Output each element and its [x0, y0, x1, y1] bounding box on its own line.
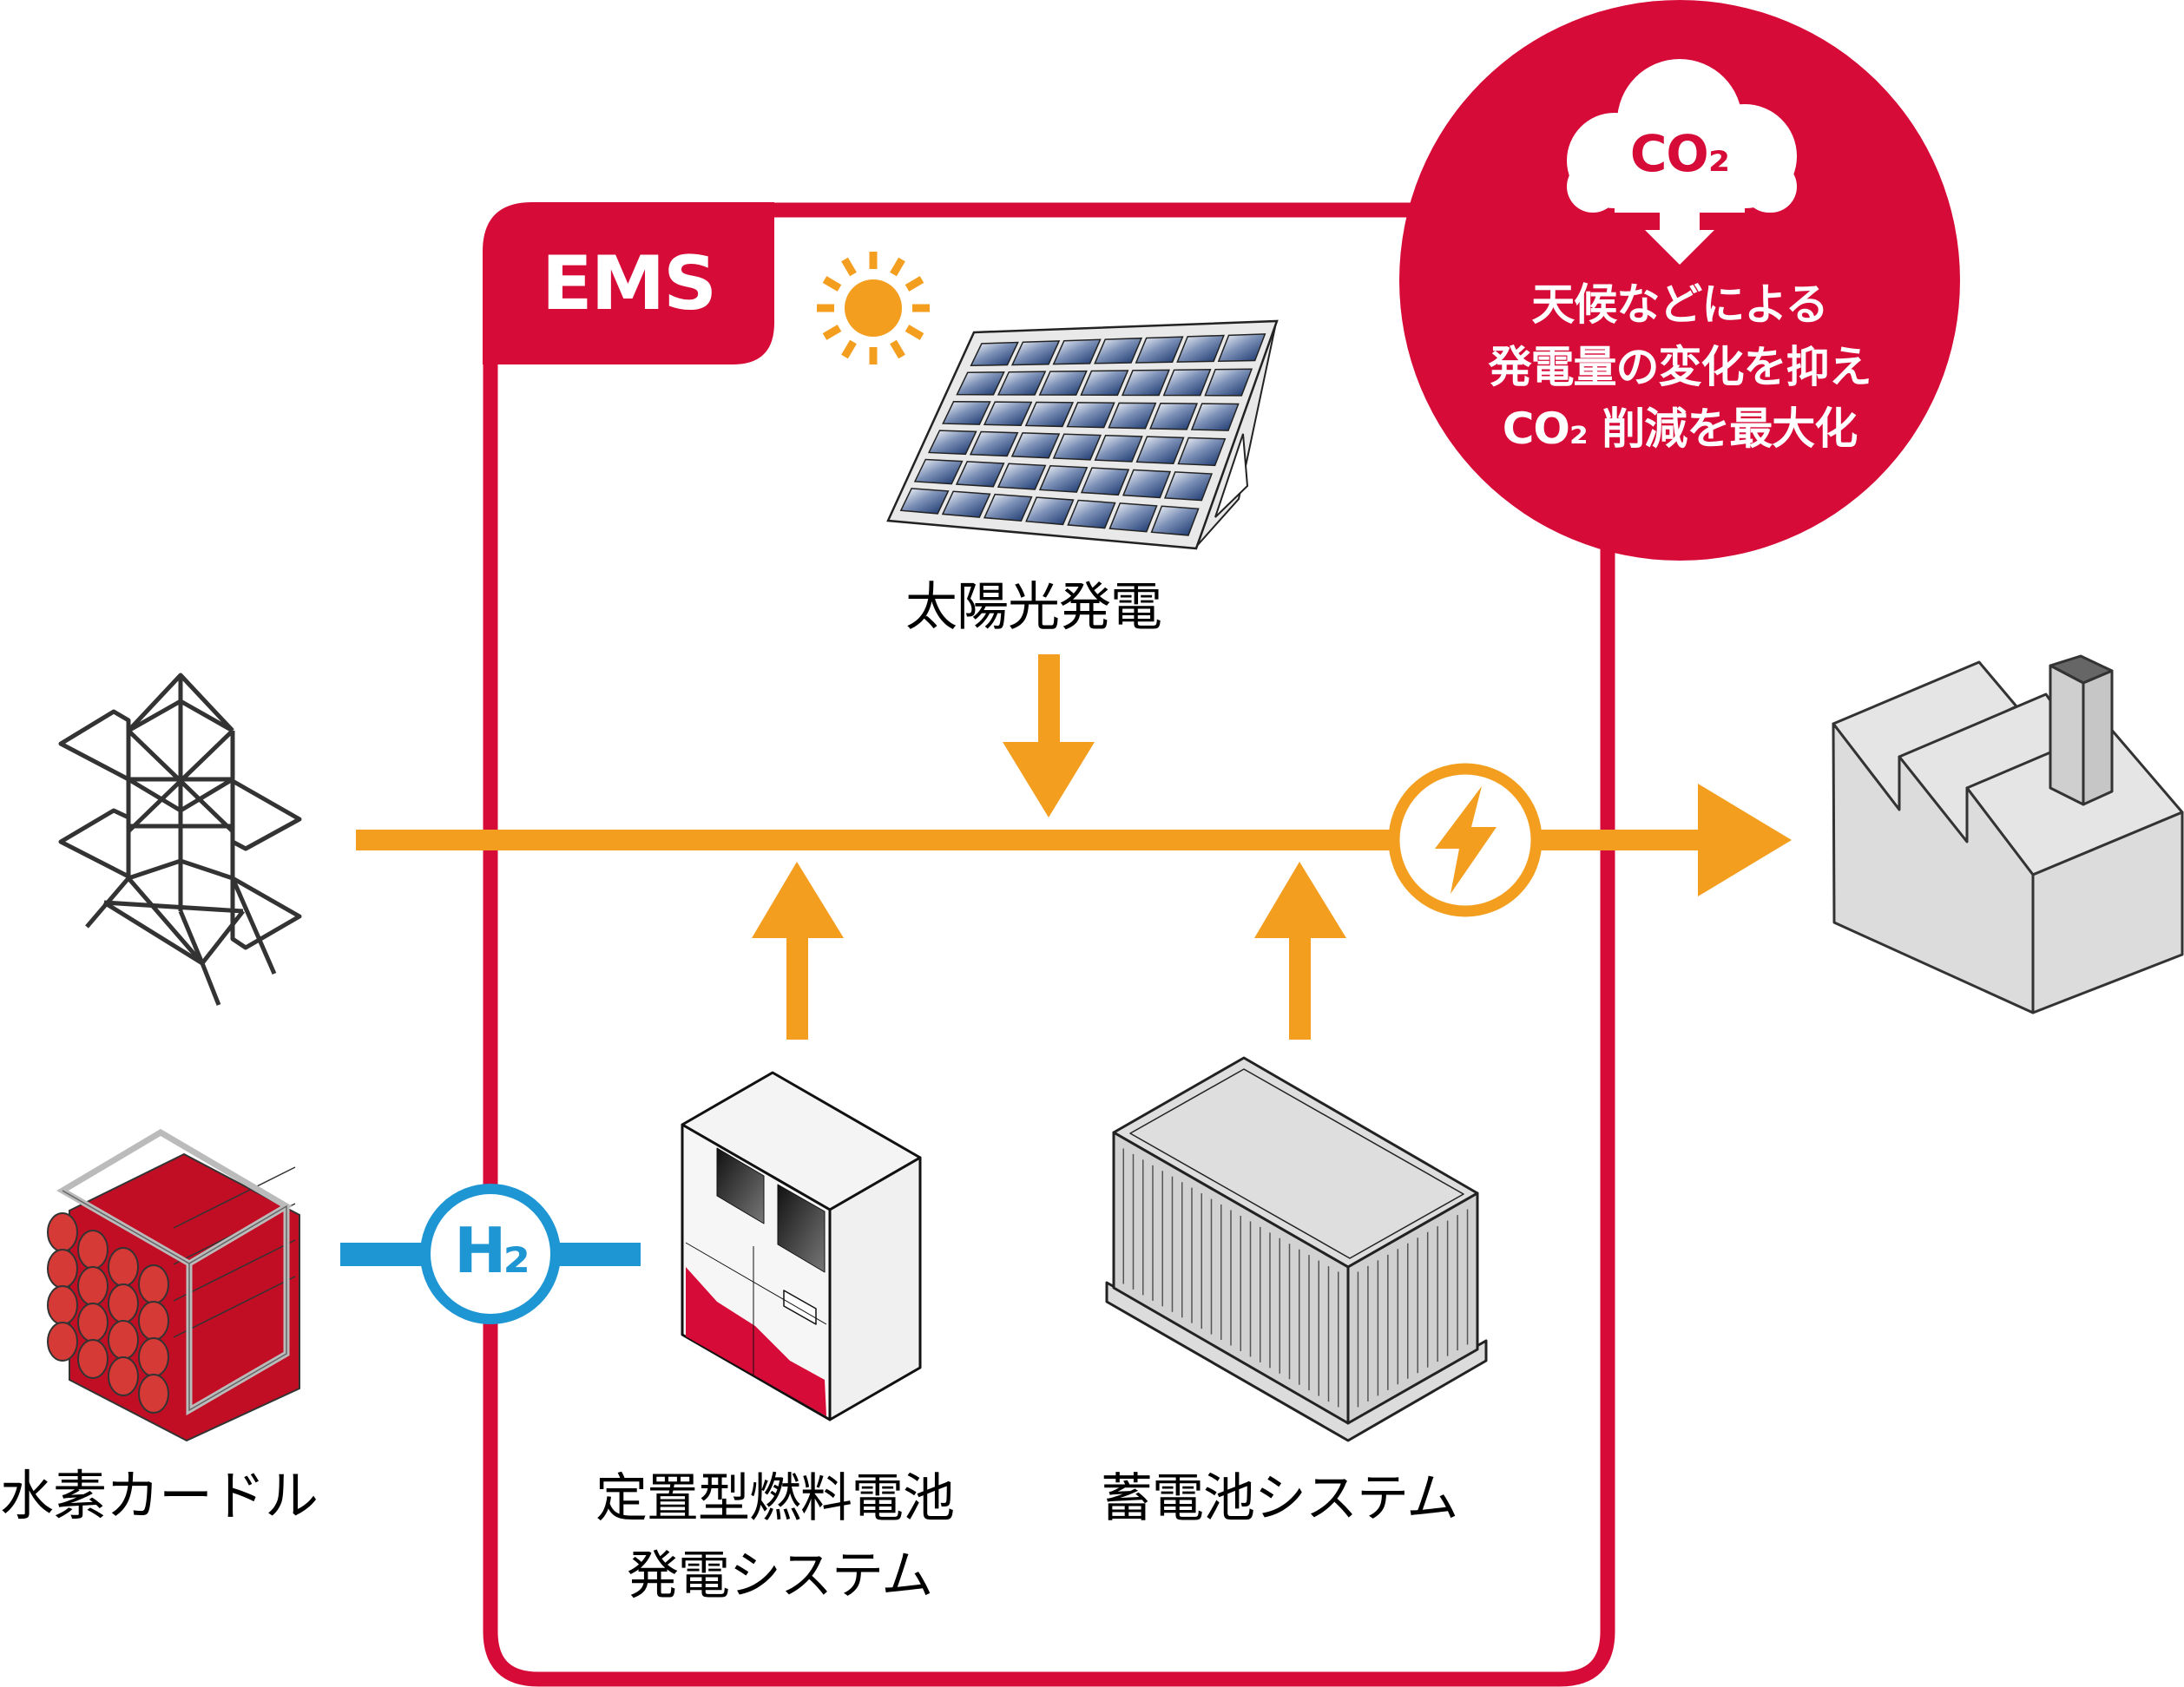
solar-cell — [1149, 402, 1199, 430]
fuelcell-to-bus-arrow — [752, 862, 844, 1040]
solar-cell — [1122, 469, 1172, 499]
solar-cell — [1052, 338, 1102, 365]
cylinder-end — [108, 1247, 139, 1287]
solar-cell — [1217, 333, 1266, 363]
solar-cell — [1135, 436, 1185, 464]
cylinder-end — [77, 1230, 109, 1270]
solar-cell — [899, 488, 950, 515]
solar-cell — [970, 341, 1019, 367]
solar-cell — [913, 458, 964, 485]
cylinder-end — [77, 1339, 109, 1379]
cylinder-end — [47, 1249, 78, 1289]
solar-label: 太陽光発電 — [905, 577, 1162, 638]
solar-cell — [1094, 337, 1143, 364]
power-bus-line — [356, 784, 1792, 896]
fuel-cell-label-line-1: 定置型燃料電池 — [595, 1468, 955, 1529]
solar-cell — [1038, 370, 1088, 396]
callout-line-3: CO₂ 削減を最大化 — [1502, 404, 1858, 454]
solar-cell — [956, 371, 1005, 396]
solar-cell — [1066, 402, 1115, 429]
battery-container-icon — [1105, 1056, 1488, 1442]
solar-cell — [1108, 402, 1157, 430]
fuel-cell-label-line-2: 発電システム — [627, 1546, 933, 1606]
lightning-bolt-icon — [1388, 763, 1543, 917]
solar-cell — [955, 461, 1005, 488]
solar-cell — [997, 463, 1047, 490]
solar-cell — [1162, 369, 1212, 397]
solar-cell — [927, 430, 977, 456]
fuel-cell-unit-icon — [681, 1071, 922, 1421]
solar-cell — [1067, 499, 1116, 529]
cylinder-end — [47, 1322, 78, 1362]
solar-cell — [969, 430, 1019, 457]
solar-cell — [1024, 401, 1075, 428]
solar-cell — [1150, 505, 1200, 536]
solar-cell — [1038, 464, 1089, 493]
battery-to-bus-arrow — [1254, 862, 1346, 1040]
solar-cell — [997, 371, 1047, 396]
solar-cell — [1010, 432, 1061, 459]
cylinder-end — [77, 1266, 109, 1306]
solar-cell — [1121, 369, 1170, 397]
hydrogen-badge-label: H₂ — [454, 1214, 530, 1287]
solar-cell — [1052, 433, 1102, 461]
solar-cell — [1080, 370, 1129, 397]
factory-icon — [1832, 654, 2184, 1014]
callout-line-2: 発電量の変化を抑え — [1488, 342, 1872, 392]
solar-cell — [942, 400, 991, 425]
cylinder-end — [138, 1337, 169, 1377]
solar-cell — [1025, 496, 1075, 526]
ems-label: EMS — [541, 240, 717, 327]
cylinder-end — [108, 1356, 139, 1396]
solar-cell — [941, 490, 991, 518]
hydrogen-supply-line — [340, 1184, 641, 1324]
solar-cell — [983, 401, 1033, 427]
cylinder-end — [138, 1374, 169, 1414]
cloud-co2-label: CO₂ — [1629, 124, 1730, 183]
solar-cell — [1163, 471, 1214, 502]
solar-cell — [1080, 467, 1130, 496]
hydrogen-cylinder-bundle-icon — [47, 1128, 300, 1442]
cylinder-end — [47, 1212, 78, 1252]
solar-cell — [1190, 403, 1240, 431]
solar-cell — [1204, 368, 1253, 397]
arrow-right-icon — [1698, 784, 1792, 896]
solar-to-bus-arrow — [1003, 654, 1095, 817]
solar-panel-icon — [886, 319, 1279, 550]
hydrogen-curdle-label: 水素カードル — [0, 1464, 319, 1527]
battery-label: 蓄電池システム — [1101, 1468, 1458, 1529]
co2-callout — [1399, 0, 1960, 561]
cylinder-end — [138, 1264, 169, 1304]
callout-line-1: 天候などによる — [1531, 279, 1829, 330]
cylinder-end — [108, 1283, 139, 1323]
transmission-tower-icon — [58, 673, 302, 1006]
sun-icon — [817, 252, 930, 364]
solar-cell — [1094, 434, 1143, 463]
solar-cell — [1135, 336, 1184, 364]
arrow-down-icon — [1645, 187, 1714, 265]
solar-cell — [1176, 334, 1225, 363]
solar-cell — [1177, 437, 1227, 467]
solar-cell — [1108, 502, 1158, 533]
cylinder-end — [77, 1303, 109, 1342]
ems-tag-background — [483, 202, 774, 364]
ems-frame — [483, 202, 1615, 1687]
cylinder-end — [47, 1285, 78, 1325]
solar-cell — [983, 493, 1033, 522]
solar-cell — [1010, 340, 1061, 366]
cylinder-end — [138, 1301, 169, 1341]
cylinder-end — [108, 1320, 139, 1360]
